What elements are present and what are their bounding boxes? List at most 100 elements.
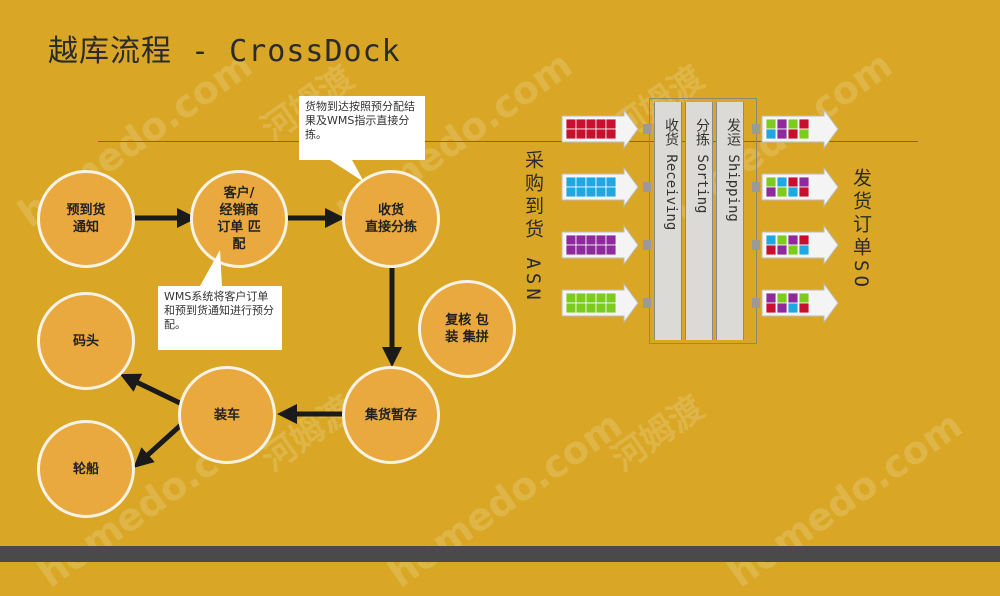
inbound-goods-cell: [595, 292, 607, 304]
inbound-goods-cell: [575, 244, 587, 256]
inbound-goods-cell: [565, 244, 577, 256]
arrow-loading-to-dock: [119, 373, 184, 407]
dock-door-in: [643, 240, 651, 250]
outbound-goods-cell: [787, 176, 799, 188]
outbound-goods-cell: [765, 292, 777, 304]
warehouse-frame: [649, 98, 757, 344]
outbound-goods-cell: [776, 186, 788, 198]
panel-sorting-label: 分拣 Sorting: [694, 118, 710, 214]
outbound-goods-arrow: [761, 282, 839, 324]
node-order-match: 客户/ 经销商 订单 匹 配: [190, 170, 288, 268]
inbound-goods-cell: [575, 186, 587, 198]
inbound-goods-cell: [595, 128, 607, 140]
callout-direct-sort: 货物到达按照预分配结果及WMS指示直接分拣。: [299, 96, 425, 160]
goods-arrows: [561, 108, 839, 324]
inbound-goods-cell: [585, 118, 597, 130]
inbound-goods-cell: [595, 244, 607, 256]
outbound-goods-cell: [798, 292, 810, 304]
dock-door-in: [643, 298, 651, 308]
outbound-goods-cell: [798, 234, 810, 246]
flow-arrows: [119, 208, 402, 469]
outbound-goods-cell: [798, 118, 810, 130]
inbound-goods-cell: [565, 302, 577, 314]
inbound-goods-cell: [585, 128, 597, 140]
outbound-goods-arrow: [761, 166, 839, 208]
inbound-goods-cell: [575, 176, 587, 188]
slide: homedo.com homedo.com homedo.com homedo.…: [0, 34, 1000, 596]
outbound-goods-cell: [787, 234, 799, 246]
inbound-goods-cell: [585, 302, 597, 314]
dock-door-in: [643, 182, 651, 192]
node-staging: 集货暂存: [342, 366, 440, 464]
inbound-goods-cell: [605, 176, 617, 188]
outbound-goods-cell: [765, 234, 777, 246]
inbound-goods-cell: [585, 186, 597, 198]
outbound-goods-arrow: [761, 224, 839, 266]
panel-shipping: 发运 Shipping: [716, 102, 744, 340]
inbound-goods-cell: [585, 292, 597, 304]
outbound-goods-cell: [798, 176, 810, 188]
asn-label: 采购到货 ASN: [522, 150, 544, 304]
inbound-goods-cell: [605, 302, 617, 314]
outbound-goods-cell: [765, 128, 777, 140]
inbound-goods-cell: [575, 234, 587, 246]
outbound-goods-cell: [787, 128, 799, 140]
inbound-goods-cell: [575, 292, 587, 304]
outbound-goods-cell: [776, 292, 788, 304]
outbound-goods-cell: [765, 118, 777, 130]
inbound-goods-cell: [565, 118, 577, 130]
inbound-goods-arrow: [561, 282, 639, 324]
inbound-goods-cell: [585, 176, 597, 188]
inbound-goods-cell: [595, 118, 607, 130]
inbound-goods-cell: [575, 128, 587, 140]
inbound-goods-arrow: [561, 108, 639, 150]
inbound-goods-cell: [585, 244, 597, 256]
arrow-loading-to-ship: [133, 422, 184, 469]
node-recheck-pack: 复核 包 装 集拼: [418, 280, 516, 378]
inbound-goods-arrow: [561, 166, 639, 208]
node-dock: 码头: [37, 292, 135, 390]
inbound-goods-cell: [595, 234, 607, 246]
inbound-goods-cell: [605, 292, 617, 304]
panel-receiving-label: 收货 Receiving: [663, 118, 679, 231]
callout-pre-allocation: WMS系统将客户订单和预到货通知进行预分配。: [158, 286, 282, 350]
outbound-goods-cell: [765, 186, 777, 198]
node-ship: 轮船: [37, 420, 135, 518]
outbound-goods-cell: [776, 302, 788, 314]
inbound-goods-cell: [565, 234, 577, 246]
outbound-goods-cell: [765, 302, 777, 314]
inbound-goods-cell: [605, 234, 617, 246]
inbound-goods-arrow: [561, 224, 639, 266]
inbound-goods-cell: [565, 292, 577, 304]
callout-top-pointer: [330, 160, 364, 182]
callout-pointers: [200, 160, 364, 286]
outbound-goods-cell: [787, 302, 799, 314]
outbound-goods-cell: [765, 244, 777, 256]
inbound-goods-cell: [575, 302, 587, 314]
page-title: 越库流程 - CrossDock: [48, 34, 401, 69]
inbound-goods-cell: [575, 118, 587, 130]
dock-door-out: [752, 124, 760, 134]
inbound-goods-cell: [565, 176, 577, 188]
inbound-goods-cell: [565, 186, 577, 198]
node-receive-sort: 收货 直接分拣: [342, 170, 440, 268]
inbound-goods-cell: [605, 118, 617, 130]
dock-door-out: [752, 240, 760, 250]
inbound-goods-cell: [605, 244, 617, 256]
outbound-goods-cell: [776, 176, 788, 188]
outbound-goods-cell: [765, 176, 777, 188]
panel-sorting: 分拣 Sorting: [685, 102, 713, 340]
inbound-goods-cell: [565, 128, 577, 140]
outbound-goods-cell: [798, 128, 810, 140]
inbound-goods-cell: [595, 176, 607, 188]
dock-door-out: [752, 182, 760, 192]
node-loading: 装车: [178, 366, 276, 464]
outbound-goods-cell: [787, 186, 799, 198]
footer-bar: [0, 546, 1000, 562]
panel-receiving: 收货 Receiving: [654, 102, 682, 340]
dock-door-out: [752, 298, 760, 308]
outbound-goods-cell: [776, 128, 788, 140]
outbound-goods-cell: [798, 186, 810, 198]
outbound-goods-cell: [776, 244, 788, 256]
inbound-goods-cell: [595, 302, 607, 314]
